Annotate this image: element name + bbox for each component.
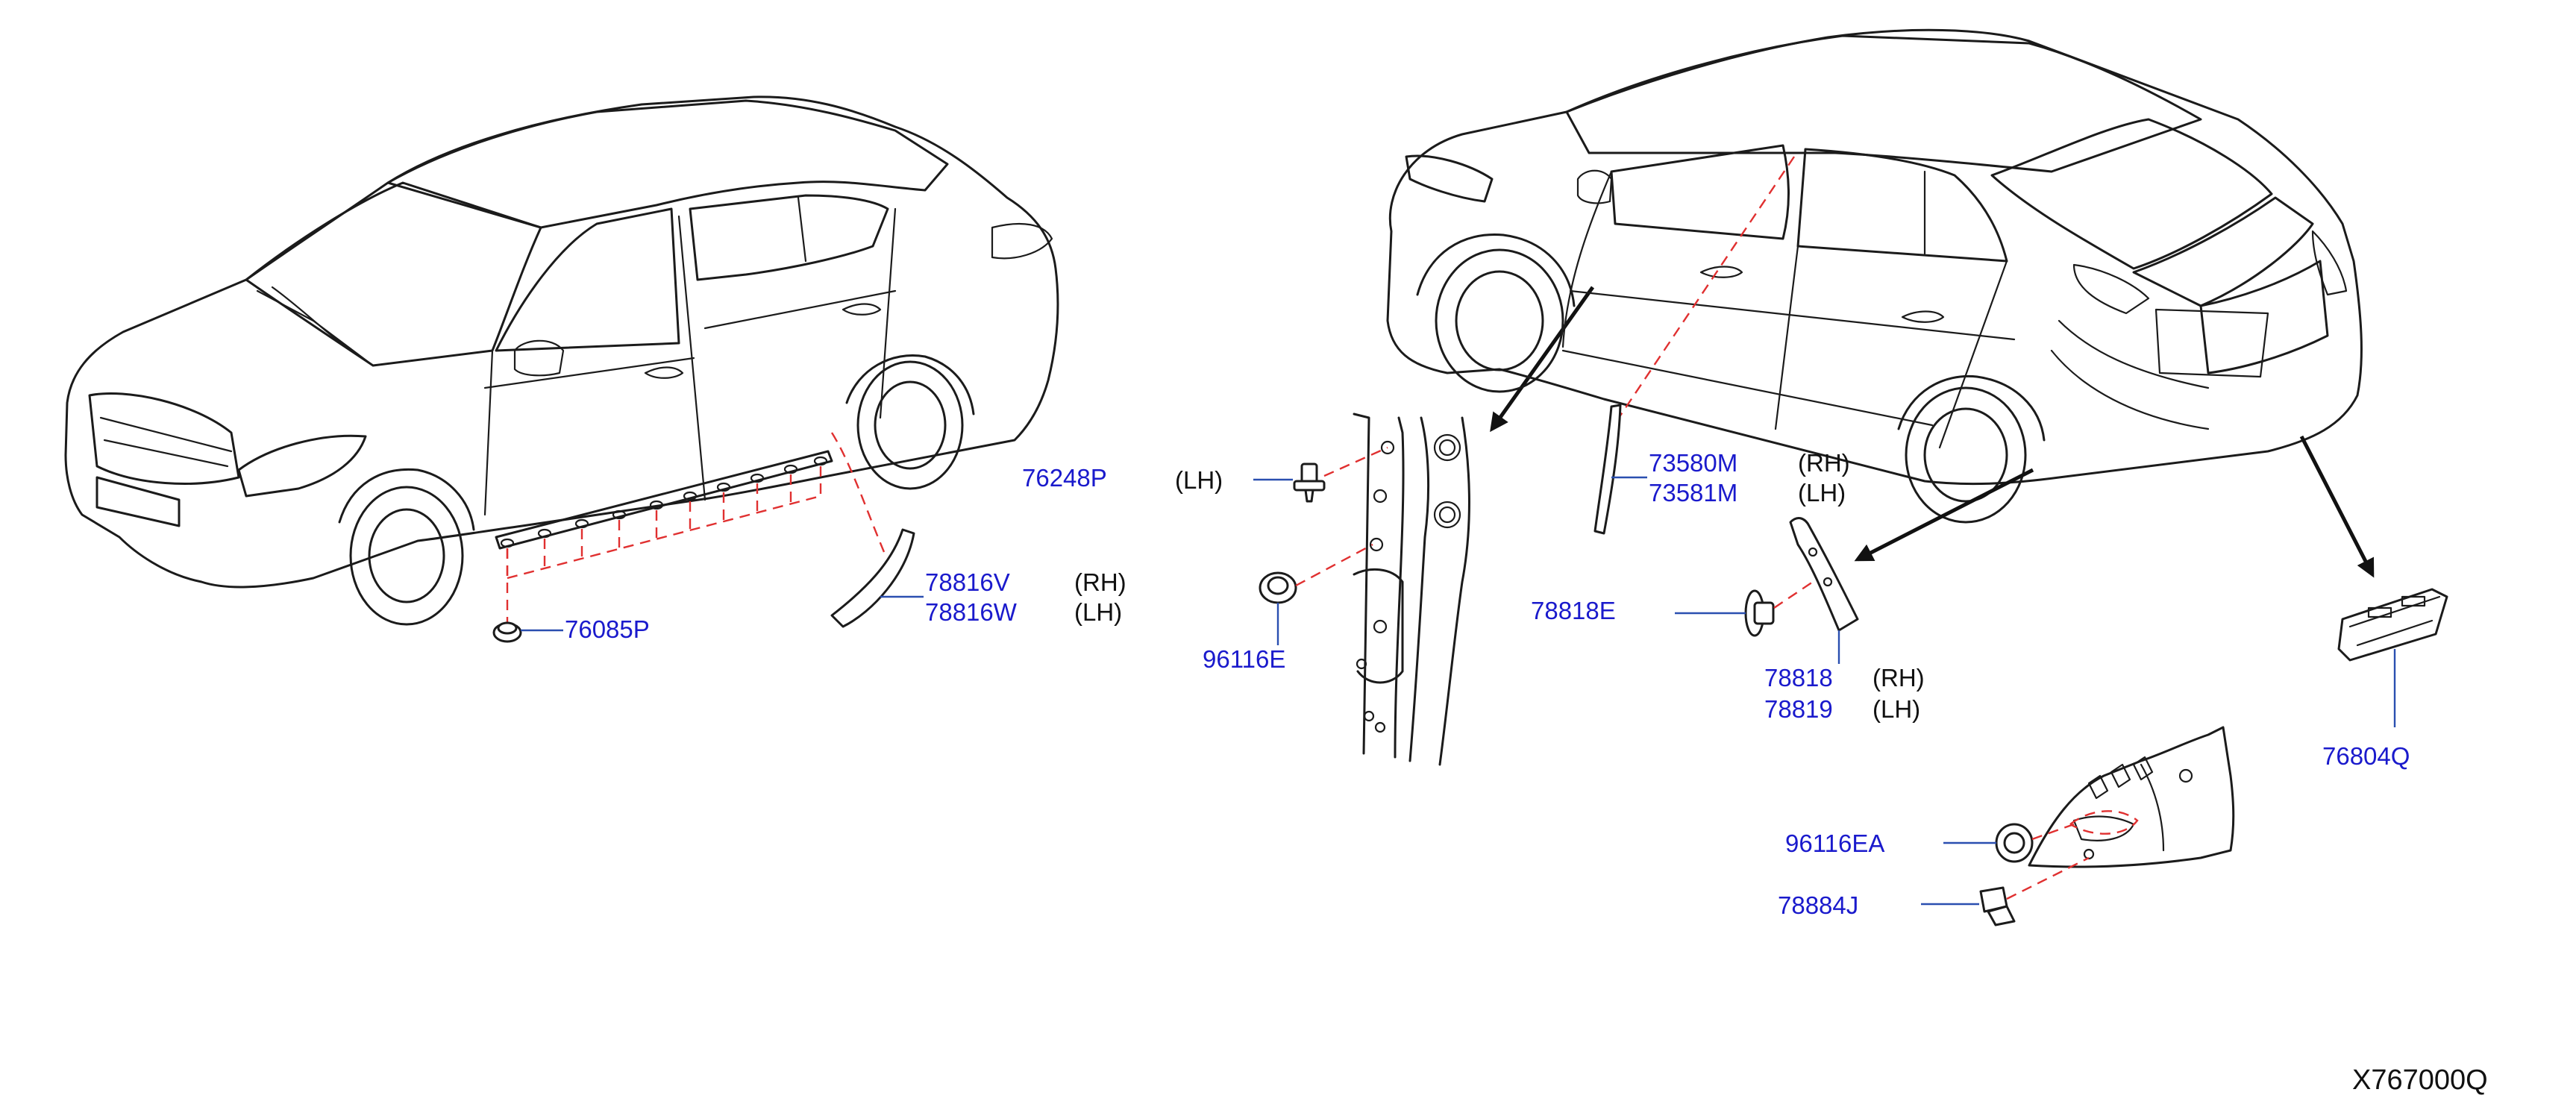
label-78818: 78818 [1764,664,1833,692]
arrow-to-pillar [1490,286,1595,433]
label-73581M: 73581M [1649,479,1737,507]
part-96116EA-grommet [1943,823,2075,863]
side-76248P: (LH) [1175,466,1223,494]
lower-panel-detail [2028,726,2235,868]
part-76248P-clip [1253,446,1388,503]
side-78816W: (LH) [1074,598,1122,626]
side-78819: (LH) [1873,695,1920,723]
arrow-to-bracket [2299,435,2375,578]
part-78816-mudguard [830,528,924,628]
part-73580M-molding [1593,404,1647,535]
label-78816V: 78816V [925,568,1010,596]
arrow-to-guard [1854,468,2034,562]
label-96116E: 96116E [1203,645,1285,673]
part-76804Q-bracket [2337,588,2448,727]
diagram-code: X767000Q [2352,1064,2488,1096]
sill-clips [500,456,828,548]
left-car-illustration [64,95,1059,627]
label-76085P: 76085P [565,615,650,643]
center-pillar-detail [1353,413,1470,766]
side-78818: (RH) [1873,664,1925,692]
label-73580M: 73580M [1649,449,1737,477]
side-73580M: (RH) [1798,449,1850,477]
side-78816V: (RH) [1074,568,1126,596]
side-73581M: (LH) [1798,479,1846,507]
label-76248P: 76248P [1022,464,1107,492]
label-96116EA: 96116EA [1785,830,1884,857]
part-96116E-grommet [1259,543,1373,645]
label-78819: 78819 [1764,695,1833,723]
part-78818E-clip [1675,581,1814,637]
label-78816W: 78816W [925,598,1018,626]
part-76085P-grommet [492,621,563,643]
part-78884J-clip [1921,856,2090,926]
label-76804Q: 76804Q [2322,742,2410,770]
part-78818-guard [1789,517,1859,664]
label-78818E: 78818E [1531,597,1616,624]
label-78884J: 78884J [1778,891,1858,919]
right-car-illustration [1386,28,2363,524]
